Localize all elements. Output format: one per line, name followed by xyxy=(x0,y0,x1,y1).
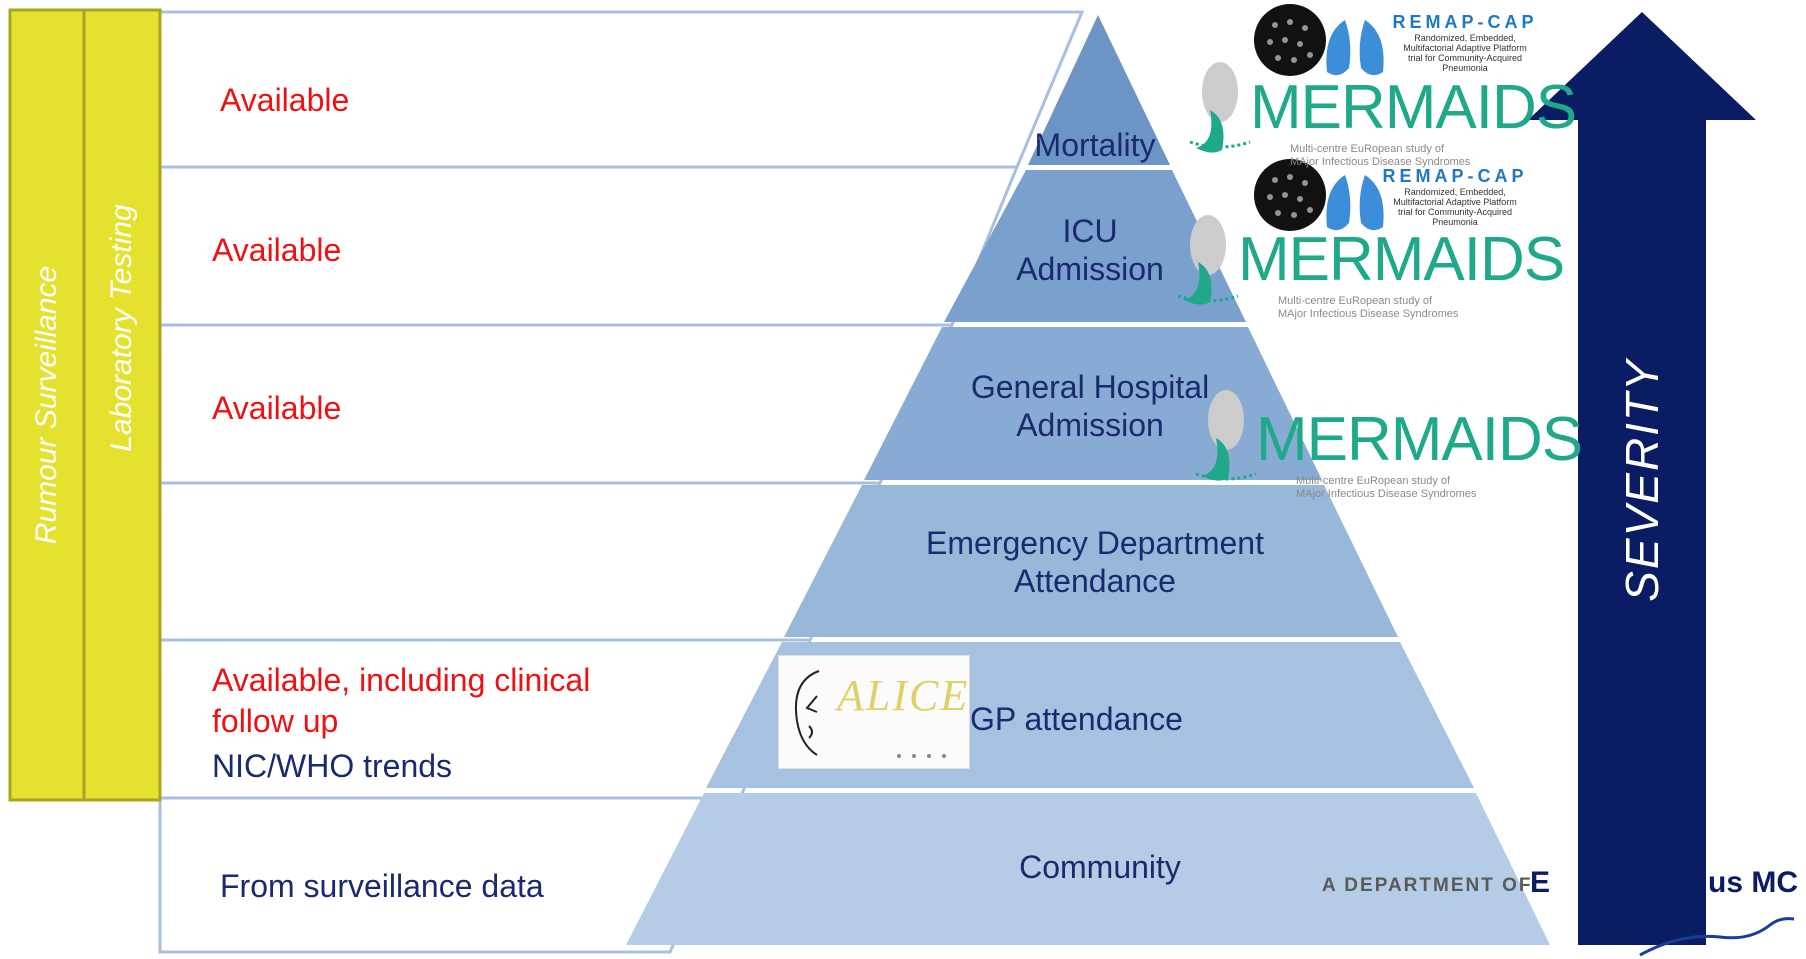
row-5-text-line2: follow up xyxy=(212,703,339,739)
row-3-text: Available xyxy=(212,390,342,426)
mermaid-figure-3 xyxy=(1195,390,1257,481)
row-1-text: Available xyxy=(220,82,350,118)
mermaids-sub-3-0: Multi-centre EuRopean study of xyxy=(1296,475,1451,487)
remapcap-sub-2-1: Multifactorial Adaptive Platform xyxy=(1393,197,1517,207)
row-5-text-line3: NIC/WHO trends xyxy=(212,748,453,784)
mermaids-sub-1-0: Multi-centre EuRopean study of xyxy=(1290,143,1445,155)
remapcap-logo-2: REMAP-CAP Randomized, Embedded, Multifac… xyxy=(1370,166,1540,227)
mermaids-sub-3-1: MAjor Infectious Disease Syndromes xyxy=(1296,488,1477,500)
rumour-surveillance-label: Rumour Surveillance xyxy=(30,265,63,545)
footer-brand-end: us MC xyxy=(1708,866,1798,899)
tier-gp-line1: GP attendance xyxy=(970,701,1183,737)
remapcap-sub-2-3: Pneumonia xyxy=(1432,217,1478,227)
erasmus-signature xyxy=(1639,917,1795,957)
tier-mortality-line1: Mortality xyxy=(1034,127,1156,163)
tier-hospital-line2: Admission xyxy=(1016,407,1164,443)
tier-emergency-line1: Emergency Department xyxy=(926,525,1264,561)
pyramid-tier-mortality xyxy=(1028,15,1170,165)
alice-title: ALICE xyxy=(837,671,970,720)
alice-logo: ALICE xyxy=(778,655,970,769)
footer-department: A DEPARTMENT OF xyxy=(1322,875,1533,897)
mermaids-logo-2: MERMAIDS Multi-centre EuRopean study of … xyxy=(1238,224,1565,321)
pyramid-tier-community xyxy=(626,793,1550,945)
row-2-text: Available xyxy=(212,232,342,268)
severity-arrow xyxy=(1528,12,1756,945)
mermaids-title-3: MERMAIDS xyxy=(1256,405,1583,474)
mermaids-sub-2-1: MAjor Infectious Disease Syndromes xyxy=(1278,308,1459,320)
pyramid-tier-icu xyxy=(944,170,1246,322)
mermaids-logo-3: MERMAIDS Multi-centre EuRopean study of … xyxy=(1256,404,1583,501)
mermaid-figure-2 xyxy=(1177,215,1239,305)
mermaids-logo-1: MERMAIDS Multi-centre EuRopean study of … xyxy=(1250,72,1577,169)
row-band-4 xyxy=(158,481,883,642)
mermaid-figure-1 xyxy=(1189,62,1251,153)
tier-label-hospital: General Hospital Admission xyxy=(940,368,1240,444)
mermaids-sub-1-1: MAjor Infectious Disease Syndromes xyxy=(1290,156,1471,168)
remapcap-sub-2-0: Randomized, Embedded, xyxy=(1404,187,1506,197)
remapcap-logo-graphic-2 xyxy=(1254,159,1384,231)
remapcap-title-1: REMAP-CAP xyxy=(1392,12,1538,32)
tier-label-emergency: Emergency Department Attendance xyxy=(880,524,1310,600)
remapcap-sub-1-2: trial for Community-Acquired xyxy=(1407,53,1523,63)
mermaids-title-1: MERMAIDS xyxy=(1250,73,1577,142)
row-6-text: From surveillance data xyxy=(220,868,544,904)
pyramid-tier-hospital xyxy=(864,327,1322,480)
rumour-bar xyxy=(8,8,86,802)
footer-brand-start: E xyxy=(1530,866,1551,899)
remapcap-logo-1: REMAP-CAP Randomized, Embedded, Multifac… xyxy=(1380,12,1550,73)
tier-icu-line2: Admission xyxy=(1016,251,1164,287)
tier-label-gp: GP attendance xyxy=(970,700,1230,738)
tier-label-community: Community xyxy=(980,848,1220,886)
mermaids-title-2: MERMAIDS xyxy=(1238,225,1565,294)
row-5-text-line1: Available, including clinical xyxy=(212,662,591,698)
remapcap-logo-graphic-1 xyxy=(1254,4,1384,76)
tier-icu-line1: ICU xyxy=(1062,213,1118,249)
severity-label: SEVERITY xyxy=(1616,358,1668,602)
remapcap-sub-1-1: Multifactorial Adaptive Platform xyxy=(1403,43,1527,53)
tier-label-mortality: Mortality xyxy=(1020,126,1170,164)
tier-hospital-line1: General Hospital xyxy=(970,369,1210,405)
lab-bar xyxy=(82,8,162,802)
pyramid-tier-emergency xyxy=(784,485,1398,637)
laboratory-testing-label: Laboratory Testing xyxy=(105,204,138,452)
tier-label-icu: ICU Admission xyxy=(990,212,1190,288)
tier-community-line1: Community xyxy=(1019,849,1181,885)
footer-dept-text: A DEPARTMENT OF xyxy=(1322,875,1533,896)
remapcap-sub-1-3: Pneumonia xyxy=(1442,63,1488,73)
alice-face-icon xyxy=(795,670,946,758)
remapcap-sub-2-2: trial for Community-Acquired xyxy=(1397,207,1513,217)
tier-emergency-line2: Attendance xyxy=(1014,563,1176,599)
row-band-6 xyxy=(158,796,743,954)
remapcap-sub-1-0: Randomized, Embedded, xyxy=(1414,33,1516,43)
mermaids-sub-2-0: Multi-centre EuRopean study of xyxy=(1278,295,1433,307)
remapcap-title-2: REMAP-CAP xyxy=(1382,166,1528,186)
